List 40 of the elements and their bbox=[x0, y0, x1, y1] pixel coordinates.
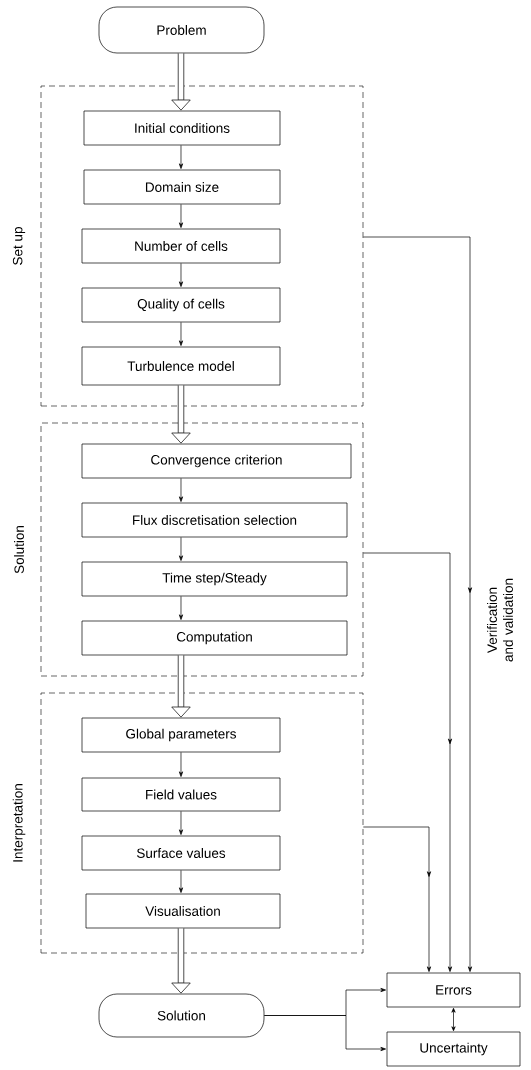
process-box: Surface values bbox=[81, 835, 281, 871]
arrow bbox=[264, 1015, 386, 1052]
process-box: Field values bbox=[81, 777, 281, 812]
process-box: Time step/Steady bbox=[81, 561, 348, 597]
arrow bbox=[362, 236, 473, 972]
arrow bbox=[178, 204, 184, 228]
node-label: Interpretation bbox=[12, 784, 26, 862]
arrow bbox=[362, 826, 432, 972]
hollow-arrow bbox=[171, 53, 191, 111]
arrow bbox=[178, 596, 184, 620]
terminal-box: Solution bbox=[98, 993, 265, 1038]
process-box: Turbulence model bbox=[81, 346, 281, 386]
process-box: Domain size bbox=[83, 169, 281, 205]
process-box: Flux discretisation selection bbox=[81, 502, 348, 538]
process-box: Visualisation bbox=[85, 893, 281, 929]
arrow bbox=[178, 263, 184, 287]
process-box: Uncertainty bbox=[386, 1031, 521, 1067]
hollow-arrow bbox=[171, 655, 191, 718]
terminal-box: Problem bbox=[98, 6, 265, 54]
process-box: Errors bbox=[386, 972, 521, 1008]
arrow bbox=[178, 870, 184, 893]
hollow-arrow bbox=[171, 928, 191, 994]
arrow bbox=[178, 478, 184, 502]
process-box: Convergence criterion bbox=[81, 443, 352, 479]
arrow bbox=[451, 1007, 456, 1032]
process-box: Number of cells bbox=[81, 228, 281, 264]
arrow bbox=[178, 811, 184, 835]
process-box: Initial conditions bbox=[83, 110, 281, 146]
arrow bbox=[362, 552, 453, 972]
arrow bbox=[178, 752, 184, 777]
hollow-arrow bbox=[171, 385, 191, 444]
node-label: Solution bbox=[14, 526, 24, 574]
edge-label: Verification and validation bbox=[487, 578, 513, 662]
process-box: Computation bbox=[81, 620, 348, 656]
node-label: Set up bbox=[12, 227, 26, 265]
arrow bbox=[178, 145, 184, 169]
arrow bbox=[178, 537, 184, 561]
arrow bbox=[178, 322, 184, 346]
process-box: Quality of cells bbox=[81, 287, 281, 323]
process-box: Global parameters bbox=[81, 717, 281, 753]
